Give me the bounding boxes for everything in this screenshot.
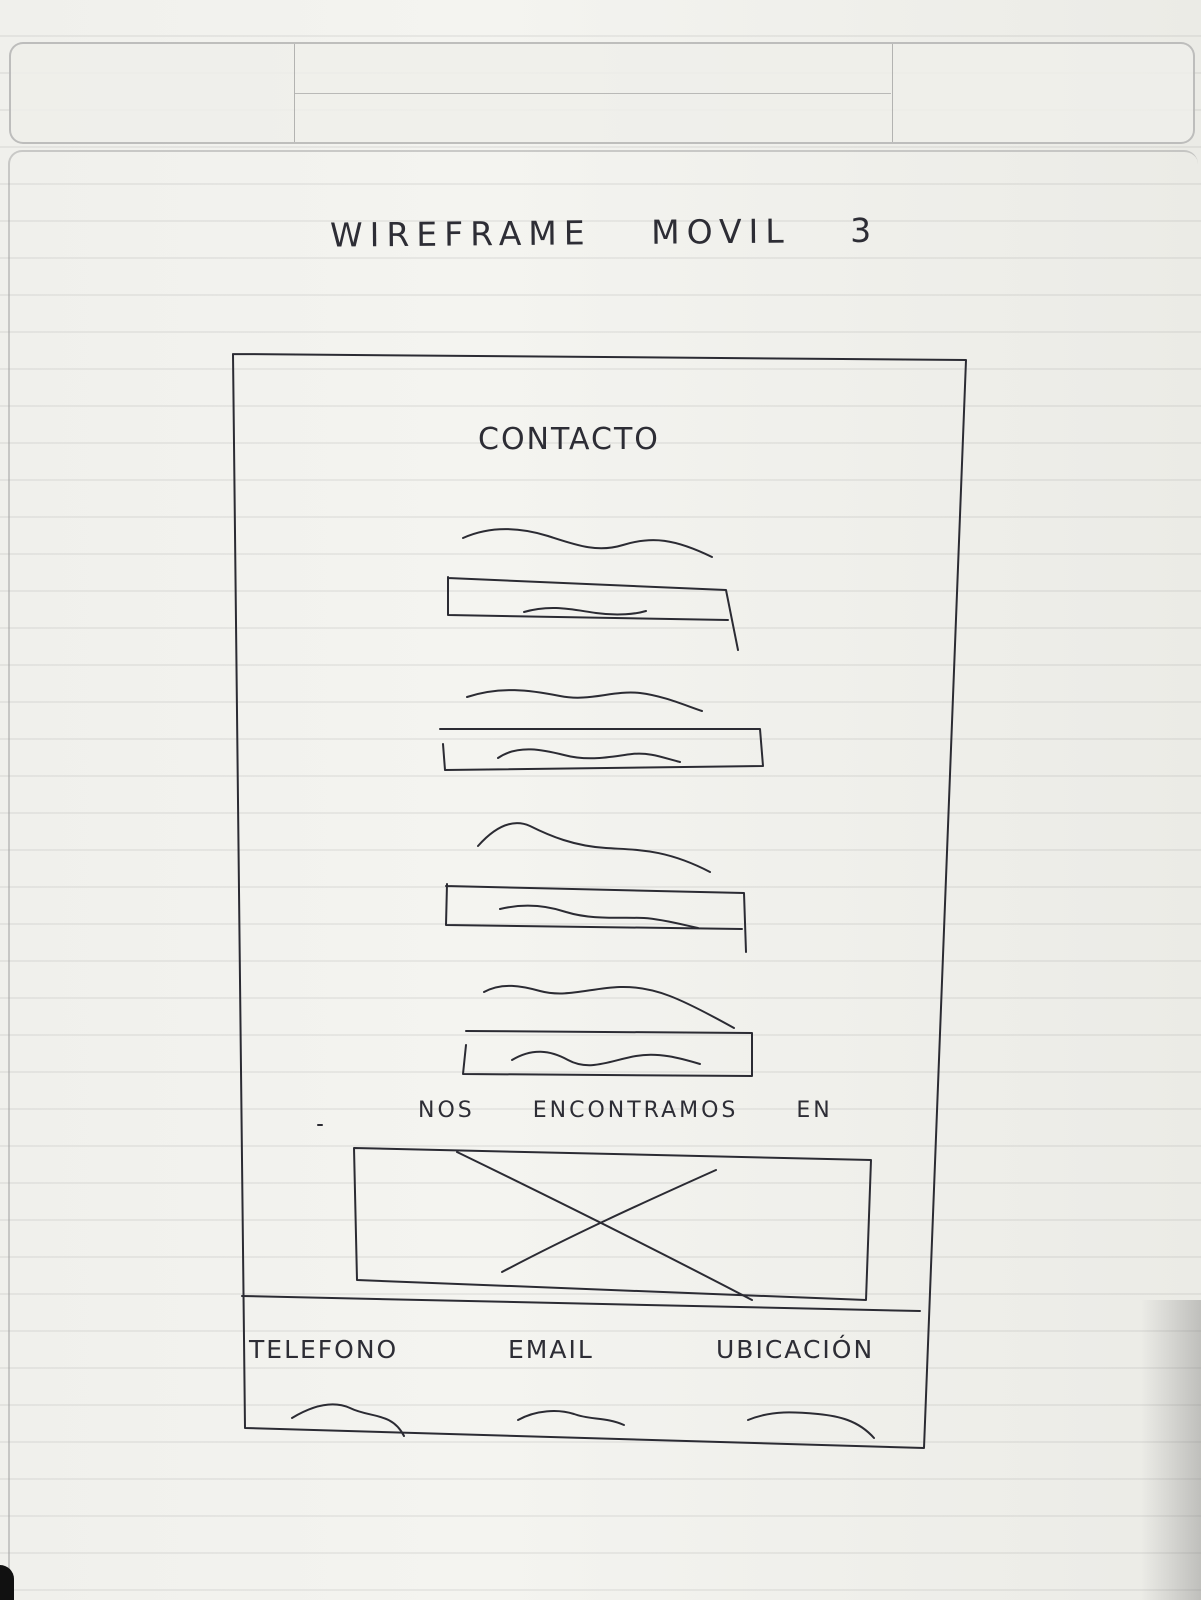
email-value-scribble xyxy=(517,1410,625,1426)
page-frame xyxy=(8,150,1198,1600)
phone-frame xyxy=(232,353,967,1449)
footer-email-label[interactable]: EMAIL xyxy=(508,1335,594,1364)
footer-phone-label[interactable]: TELEFONO xyxy=(249,1335,399,1364)
map-placeholder-box xyxy=(353,1147,872,1301)
form-field-3[interactable] xyxy=(446,886,744,930)
field-1-label-scribble xyxy=(462,528,713,558)
header-middle-line xyxy=(295,93,891,94)
field-4-input-box xyxy=(462,1030,753,1077)
field-1-input-scribble xyxy=(523,607,647,616)
binding-shadow xyxy=(0,1565,14,1600)
footer-location-label[interactable]: UBICACIÓN xyxy=(716,1335,875,1364)
field-3-input-box xyxy=(445,883,747,953)
notebook-header-box xyxy=(9,42,1195,144)
footer-divider xyxy=(241,1295,921,1312)
location-heading: NOS ENCONTRAMOS EN xyxy=(418,1098,833,1123)
paper-shadow xyxy=(1141,1300,1201,1600)
phone-value-scribble xyxy=(291,1403,405,1437)
location-heading-word-2: ENCONTRAMOS xyxy=(532,1098,739,1123)
location-heading-word-1: NOS xyxy=(418,1098,475,1123)
field-2-input-scribble xyxy=(497,748,681,763)
location-value-scribble xyxy=(747,1411,875,1439)
map-placeholder xyxy=(352,1145,844,1279)
form-field-4[interactable] xyxy=(466,1031,752,1075)
form-field-1[interactable] xyxy=(448,578,726,620)
field-1-input-box xyxy=(447,576,739,651)
field-4-label-scribble xyxy=(483,984,735,1029)
field-2-input-box xyxy=(439,728,764,771)
location-heading-word-3: EN xyxy=(796,1098,833,1123)
field-2-label-scribble xyxy=(466,689,703,712)
map-placeholder-cross-a xyxy=(456,1151,753,1301)
header-divider-right xyxy=(892,44,893,142)
field-3-input-scribble xyxy=(499,904,699,929)
field-4-input-scribble xyxy=(511,1050,701,1067)
map-placeholder-cross-b xyxy=(501,1169,717,1273)
header-divider-left xyxy=(294,44,295,142)
form-field-2[interactable] xyxy=(440,729,760,769)
screen-title: CONTACTO xyxy=(478,422,660,457)
field-3-label-scribble xyxy=(477,822,711,873)
